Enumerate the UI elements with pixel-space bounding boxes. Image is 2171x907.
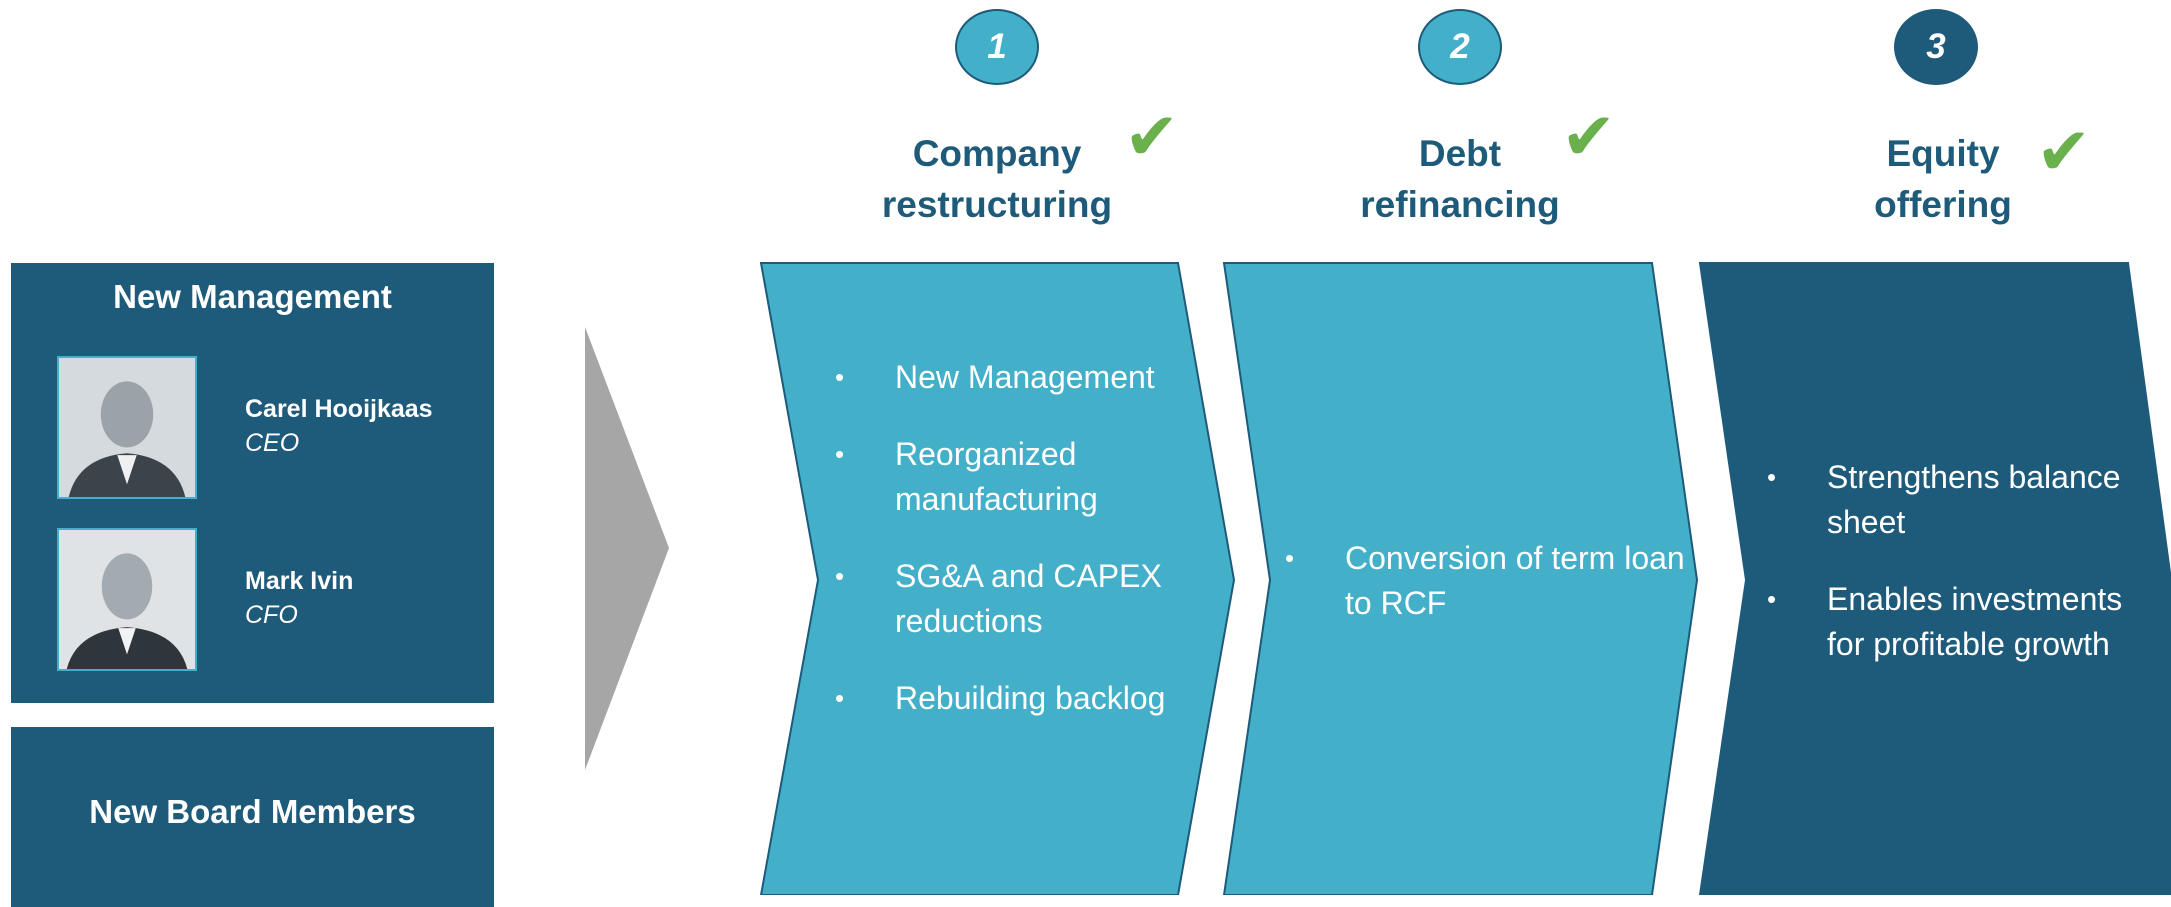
management-panel: New Management Carel Hooijkaas CEO Mark … <box>11 263 494 703</box>
list-item: Enables investments for profitable growt… <box>1767 577 2167 667</box>
list-item: Strengthens balance sheet <box>1767 455 2167 545</box>
person-icon <box>59 358 195 497</box>
step-1-title-line1: Company <box>912 133 1082 174</box>
ceo-role: CEO <box>245 429 300 457</box>
ceo-photo <box>57 356 197 499</box>
check-icon: ✔ <box>1124 98 1180 175</box>
list-item: SG&A and CAPEX reductions <box>835 554 1205 644</box>
step-1-title: Company restructuring <box>847 128 1147 230</box>
management-title: New Management <box>113 278 392 315</box>
step-1-bullets: New Management Reorganized manufacturing… <box>835 355 1205 753</box>
list-item: Conversion of term loan to RCF <box>1285 536 1695 626</box>
step-3-number: 3 <box>1894 9 1978 85</box>
list-item: Reorganized manufacturing <box>835 432 1205 522</box>
check-icon: ✔ <box>1561 98 1617 175</box>
cfo-role: CFO <box>245 601 298 629</box>
step-2-title: Debt refinancing <box>1310 128 1610 230</box>
step-3-title: Equity offering <box>1793 128 2093 230</box>
ceo-name: Carel Hooijkaas <box>245 395 433 423</box>
step-2-number: 2 <box>1418 9 1502 85</box>
person-icon <box>59 530 195 669</box>
step-2-bullets: Conversion of term loan to RCF <box>1285 536 1695 658</box>
cfo-photo <box>57 528 197 671</box>
step-1-number: 1 <box>955 9 1039 85</box>
chevron-right-icon <box>585 327 669 770</box>
cfo-name: Mark Ivin <box>245 567 354 595</box>
step-3-bullets: Strengthens balance sheet Enables invest… <box>1767 455 2167 699</box>
list-item: New Management <box>835 355 1205 400</box>
step-2-title-line1: Debt <box>1418 133 1502 174</box>
step-3-title-line1: Equity <box>1886 133 2000 174</box>
step-3-title-line2: offering <box>1874 184 2012 225</box>
step-1-title-line2: restructuring <box>881 184 1113 225</box>
list-item: Rebuilding backlog <box>835 676 1205 721</box>
check-icon: ✔ <box>2036 113 2092 190</box>
board-title: New Board Members <box>89 793 416 830</box>
board-panel: New Board Members <box>11 727 494 907</box>
step-2-title-line2: refinancing <box>1360 184 1560 225</box>
